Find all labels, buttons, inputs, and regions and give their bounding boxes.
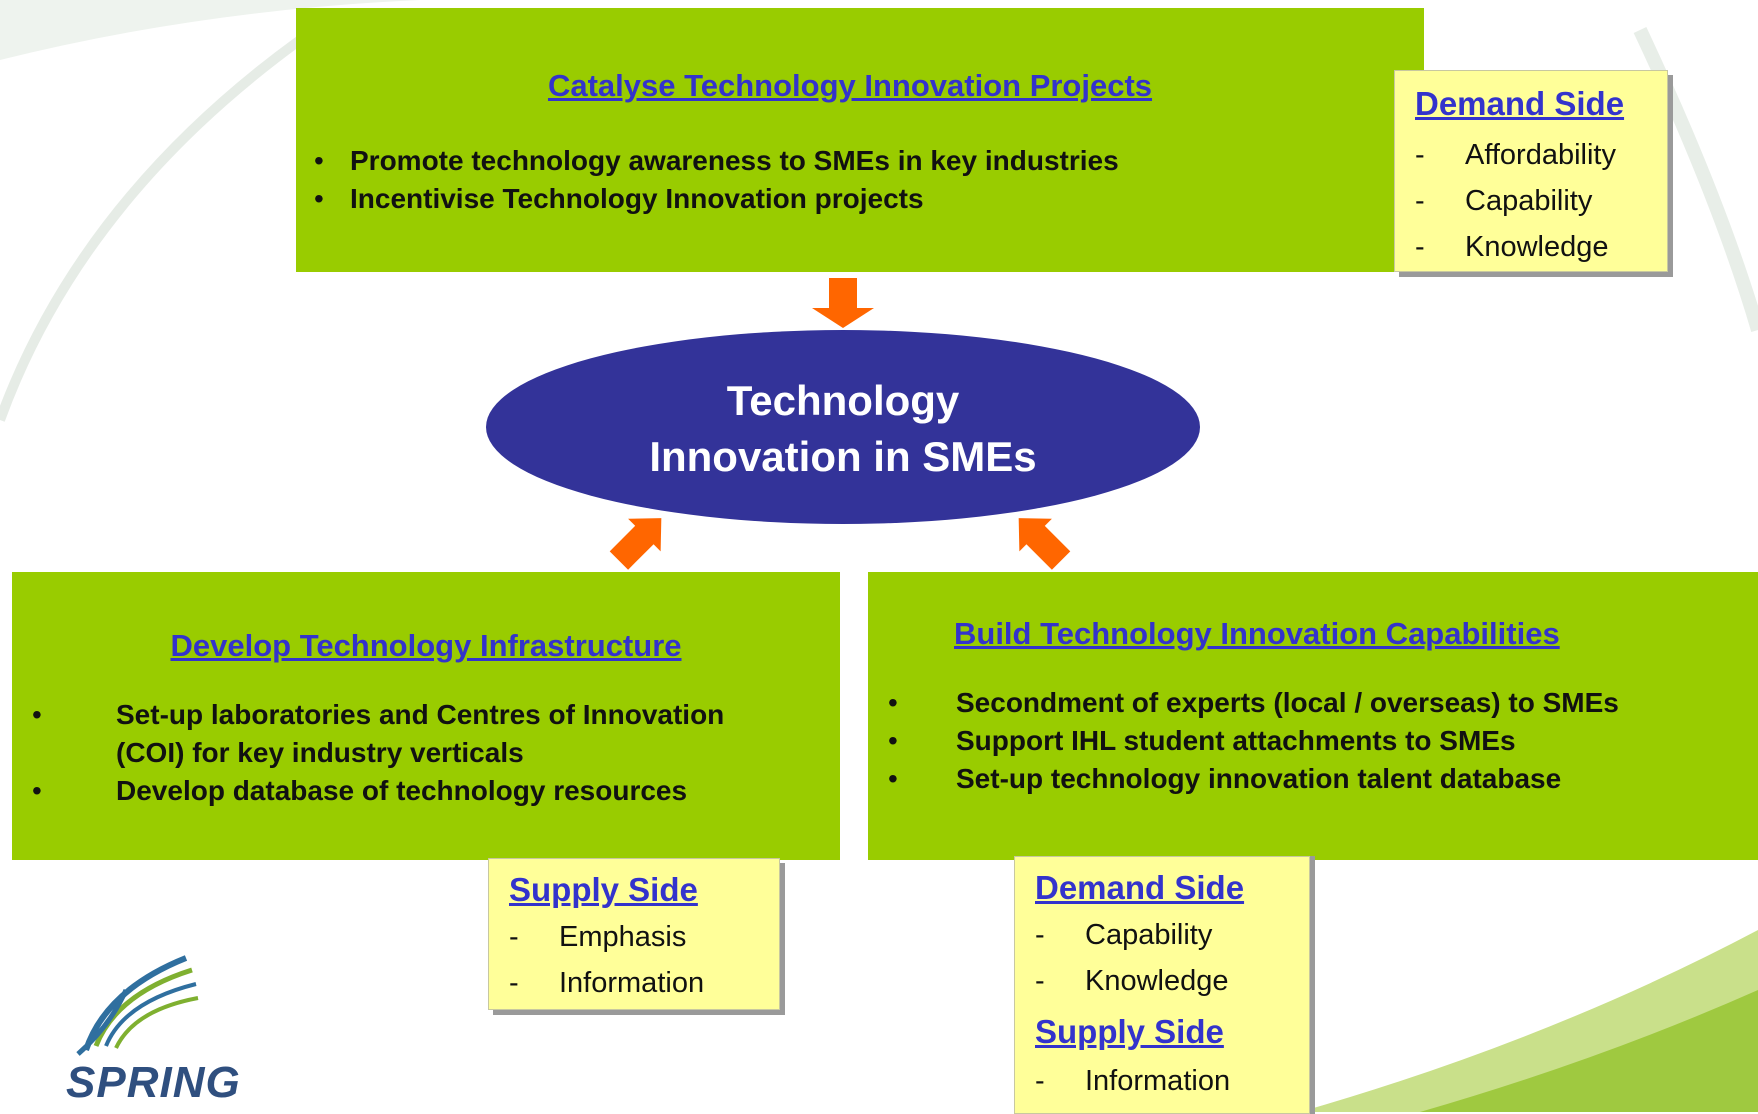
note-item: - Knowledge	[1415, 231, 1609, 264]
capabilities-title[interactable]: Build Technology Innovation Capabilities	[954, 616, 1560, 651]
down-arrow-icon	[812, 278, 874, 328]
bullet-icon: •	[314, 145, 324, 176]
capabilities-box: Build Technology Innovation Capabilities…	[868, 572, 1758, 860]
bullet-text: Develop database of technology resources	[116, 775, 688, 806]
bullet-icon: •	[888, 687, 898, 718]
note-item-text: Affordability	[1465, 139, 1616, 171]
capabilities-bullets: • Secondment of experts (local / oversea…	[888, 684, 1619, 798]
list-item: (COI) for key industry verticals	[32, 734, 724, 772]
note-item: - Information	[509, 967, 704, 1000]
bullet-icon: •	[32, 775, 42, 806]
note-item: - Affordability	[1415, 139, 1616, 172]
up-left-arrow-icon	[1018, 518, 1071, 570]
catalyse-title[interactable]: Catalyse Technology Innovation Projects	[547, 68, 1153, 103]
center-ellipse: Technology Innovation in SMEs	[486, 330, 1200, 524]
dash-icon: -	[1415, 231, 1425, 263]
note-item-text: Information	[1085, 1065, 1231, 1097]
bullet-icon: •	[32, 699, 42, 730]
note-item-text: Emphasis	[559, 921, 687, 953]
demand-side-note-top: Demand Side - Affordability - Capability…	[1394, 70, 1668, 272]
bullet-icon: •	[888, 725, 898, 756]
bullet-icon: •	[314, 183, 324, 214]
note-title[interactable]: Supply Side	[509, 871, 698, 908]
list-item: • Promote technology awareness to SMEs i…	[314, 142, 1119, 180]
bullet-text: Set-up technology innovation talent data…	[956, 763, 1562, 794]
bullet-text: Set-up laboratories and Centres of Innov…	[116, 699, 725, 730]
note-item-text: Capability	[1085, 919, 1213, 951]
supply-side-note: Supply Side - Emphasis - Information	[488, 858, 780, 1010]
infrastructure-bullets: • Set-up laboratories and Centres of Inn…	[32, 696, 724, 810]
note-item-text: Capability	[1465, 185, 1593, 217]
bullet-text: (COI) for key industry verticals	[116, 737, 524, 768]
note-title[interactable]: Demand Side	[1035, 869, 1245, 906]
dash-icon: -	[1415, 185, 1425, 217]
note-item: - Emphasis	[509, 921, 686, 954]
note-title[interactable]: Supply Side	[1035, 1013, 1224, 1050]
dash-icon: -	[1035, 965, 1045, 997]
bullet-text: Secondment of experts (local / overseas)…	[956, 687, 1619, 718]
list-item: • Develop database of technology resourc…	[32, 772, 724, 810]
spring-logo-icon	[76, 955, 199, 1056]
infrastructure-box: Develop Technology Infrastructure • Set-…	[12, 572, 840, 860]
dash-icon: -	[1035, 1065, 1045, 1097]
note-title[interactable]: Demand Side	[1415, 85, 1625, 122]
note-item-text: Information	[559, 967, 705, 999]
list-item: • Support IHL student attachments to SME…	[888, 722, 1619, 760]
note-item: - Capability	[1035, 919, 1212, 952]
list-item: • Set-up laboratories and Centres of Inn…	[32, 696, 724, 734]
catalyse-bullets: • Promote technology awareness to SMEs i…	[314, 142, 1119, 218]
catalyse-box: Catalyse Technology Innovation Projects …	[296, 8, 1424, 272]
note-item: - Information	[1035, 1065, 1230, 1098]
note-item-text: Knowledge	[1465, 231, 1609, 263]
list-item: • Secondment of experts (local / oversea…	[888, 684, 1619, 722]
center-line-1: Technology	[726, 377, 960, 424]
demand-supply-note: Demand Side - Capability - Knowledge Sup…	[1014, 856, 1310, 1114]
bullet-icon: •	[888, 763, 898, 794]
bullet-text: Support IHL student attachments to SMEs	[956, 725, 1516, 756]
up-right-arrow-icon	[609, 518, 662, 570]
list-item: • Set-up technology innovation talent da…	[888, 760, 1619, 798]
bullet-text: Incentivise Technology Innovation projec…	[350, 183, 924, 214]
bullet-text: Promote technology awareness to SMEs in …	[350, 145, 1119, 176]
note-item: - Capability	[1415, 185, 1592, 218]
center-line-2: Innovation in SMEs	[649, 433, 1037, 480]
dash-icon: -	[509, 921, 519, 953]
dash-icon: -	[509, 967, 519, 999]
dash-icon: -	[1035, 919, 1045, 951]
list-item: • Incentivise Technology Innovation proj…	[314, 180, 1119, 218]
spring-logo-text: SPRING	[66, 1058, 241, 1107]
note-item-text: Knowledge	[1085, 965, 1229, 997]
note-item: - Knowledge	[1035, 965, 1229, 998]
dash-icon: -	[1415, 139, 1425, 171]
infrastructure-title[interactable]: Develop Technology Infrastructure	[170, 628, 682, 663]
